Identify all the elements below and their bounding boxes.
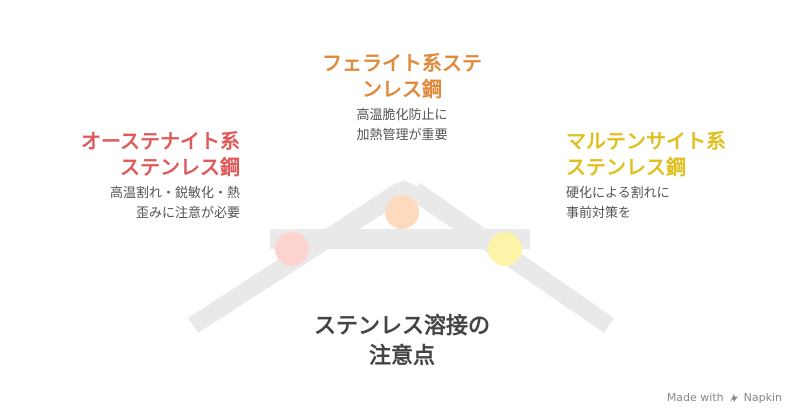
middle-title-line2: ンレス鋼 — [362, 77, 442, 101]
right-desc-line2: 事前対策を — [566, 206, 632, 221]
left-desc-line2: 歪みに注意が必要 — [135, 206, 240, 221]
main-title: ステンレス溶接の 注意点 — [262, 312, 542, 372]
made-with-text: Made with — [666, 391, 724, 404]
napkin-logo-icon — [729, 393, 738, 402]
left-title-line2: ステンレス鋼 — [120, 155, 240, 179]
middle-desc-line1: 高温脆化防止に — [356, 108, 448, 123]
horizontal-plank — [270, 229, 530, 249]
left-desc-line1: 高温割れ・鋭敏化・熱 — [109, 186, 240, 201]
napkin-credit[interactable]: Made with Napkin — [667, 391, 782, 404]
middle-node — [385, 195, 419, 229]
middle-description: 高温脆化防止に 加熱管理が重要 — [332, 106, 472, 146]
napkin-brand: Napkin — [743, 391, 782, 404]
right-desc-line1: 硬化による割れに — [566, 186, 670, 201]
main-title-line1: ステンレス溶接の — [313, 314, 490, 339]
right-title-line2: ステンレス鋼 — [566, 155, 686, 179]
right-description: 硬化による割れに 事前対策を — [566, 184, 746, 224]
middle-title-line1: フェライト系ステ — [322, 51, 482, 75]
right-node — [488, 232, 522, 266]
left-title: オーステナイト系 ステンレス鋼 — [68, 128, 240, 180]
right-title-line1: マルテンサイト系 — [566, 129, 726, 153]
left-title-line1: オーステナイト系 — [81, 129, 240, 153]
right-title: マルテンサイト系 ステンレス鋼 — [566, 128, 746, 180]
middle-desc-line2: 加熱管理が重要 — [356, 128, 448, 143]
apex-cap — [384, 180, 424, 205]
left-node — [275, 232, 309, 266]
left-description: 高温割れ・鋭敏化・熱 歪みに注意が必要 — [40, 184, 240, 224]
middle-title: フェライト系ステ ンレス鋼 — [312, 50, 492, 102]
main-title-line2: 注意点 — [368, 344, 435, 369]
